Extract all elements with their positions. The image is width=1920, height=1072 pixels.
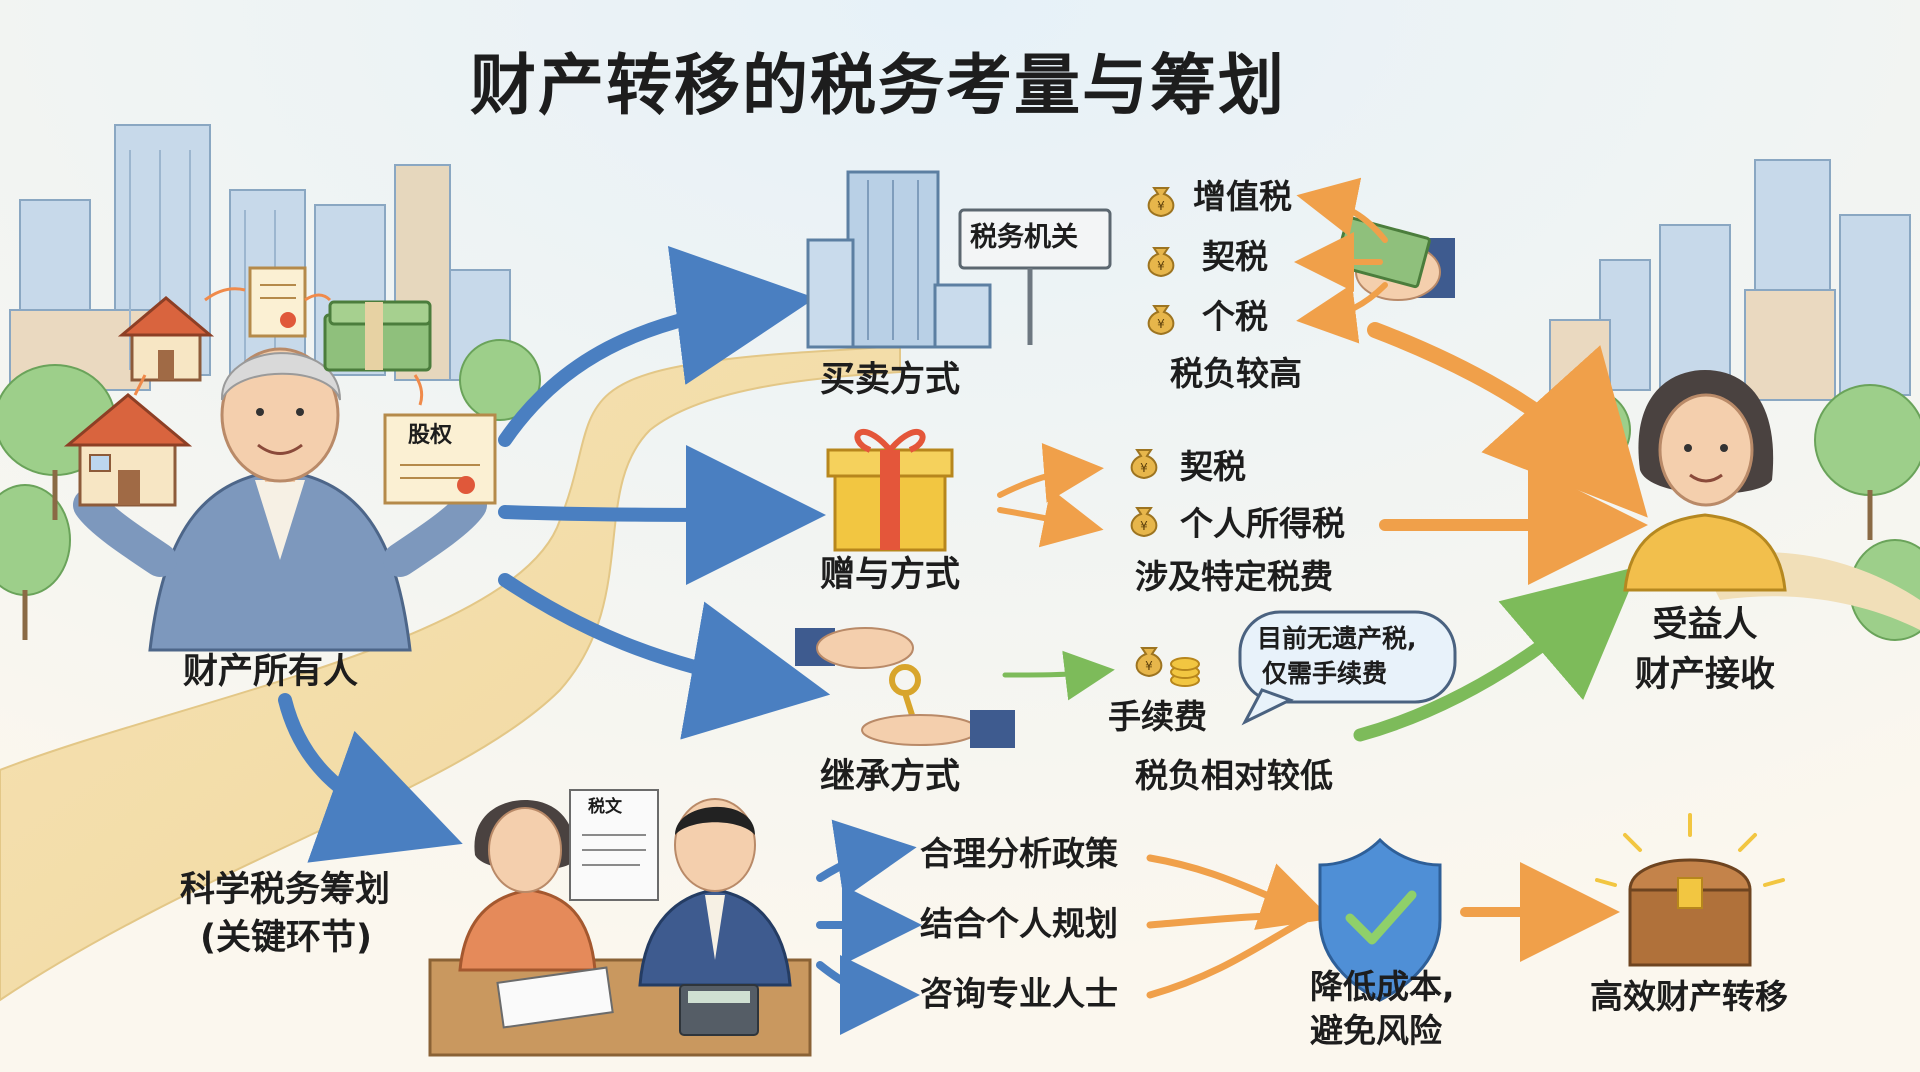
money-bag-icon: ¥ bbox=[1125, 442, 1163, 480]
arrow-step-3 bbox=[816, 954, 920, 1035]
owner-figure bbox=[73, 347, 487, 652]
inherit-fee-arrow bbox=[1002, 650, 1115, 701]
asset-flow-arrows bbox=[133, 287, 424, 406]
city-skyline-right bbox=[1549, 159, 1911, 401]
planning-result-line1: 降低成本, bbox=[1310, 967, 1455, 1006]
money-bag-icon: ¥ bbox=[1142, 240, 1180, 278]
document-label: 税文 bbox=[588, 797, 622, 817]
coin-stack bbox=[1170, 657, 1200, 687]
svg-text:¥: ¥ bbox=[1140, 461, 1148, 475]
arrow-to-planning bbox=[278, 693, 463, 863]
arrow-inherit-to-beneficiary bbox=[1353, 566, 1640, 742]
planning-step-2: 结合个人规划 bbox=[920, 904, 1118, 943]
gift-icon bbox=[826, 429, 954, 552]
arrow-to-sale bbox=[498, 245, 816, 447]
svg-text:¥: ¥ bbox=[1145, 659, 1153, 673]
arrow-to-gift bbox=[498, 444, 826, 585]
inherit-burden: 税负相对较低 bbox=[1135, 756, 1333, 795]
beneficiary-line1: 受益人 bbox=[1652, 605, 1758, 645]
tree-trunks bbox=[22, 470, 1873, 640]
speech-note-line2: 仅需手续费 bbox=[1262, 659, 1388, 688]
arrow-to-inherit bbox=[498, 573, 831, 740]
gift-method-label: 赠与方式 bbox=[820, 555, 961, 595]
sale-method-label: 买卖方式 bbox=[820, 360, 961, 400]
sale-burden: 税负较高 bbox=[1170, 354, 1302, 393]
gift-tax-deed: 契税 bbox=[1180, 447, 1246, 486]
certificate-icon bbox=[248, 266, 307, 338]
orange-tax-arrows bbox=[1294, 177, 1388, 344]
house-icon bbox=[117, 296, 215, 382]
sale-tax-income: 个税 bbox=[1202, 297, 1268, 336]
svg-text:¥: ¥ bbox=[1157, 317, 1165, 331]
cash-icon bbox=[323, 300, 432, 372]
planning-subtitle: (关键环节) bbox=[200, 918, 372, 958]
beneficiary-line2: 财产接收 bbox=[1634, 655, 1775, 695]
converge-arrows bbox=[1146, 854, 1332, 999]
equity-label: 股权 bbox=[408, 423, 453, 448]
gift-tax-income: 个人所得税 bbox=[1180, 504, 1345, 543]
shield-check-icon bbox=[1318, 837, 1442, 1002]
winding-road bbox=[0, 343, 901, 1002]
blue-flow-arrows bbox=[278, 245, 922, 1035]
tax-authority-label: 税务机关 bbox=[970, 222, 1078, 253]
gift-burden: 涉及特定税费 bbox=[1135, 557, 1333, 596]
house-icon bbox=[63, 393, 193, 507]
beneficiary-figure bbox=[1623, 370, 1787, 592]
treasure-chest-icon bbox=[1595, 813, 1785, 967]
speech-bubble bbox=[1238, 610, 1457, 726]
sale-tax-deed: 契税 bbox=[1202, 237, 1268, 276]
planning-step-3: 咨询专业人士 bbox=[920, 974, 1118, 1013]
money-bag-icon: ¥ bbox=[1142, 298, 1180, 336]
owner-label: 财产所有人 bbox=[183, 652, 359, 692]
money-bag-icon: ¥ bbox=[1130, 640, 1168, 678]
svg-text:¥: ¥ bbox=[1157, 199, 1165, 213]
sale-tax-vat: 增值税 bbox=[1193, 177, 1292, 216]
gift-tax-arrows bbox=[997, 442, 1104, 548]
page-title: 财产转移的税务考量与筹划 bbox=[470, 47, 1286, 124]
arrow-sale-to-beneficiary bbox=[1367, 322, 1648, 518]
arrow-step-1 bbox=[816, 819, 917, 899]
planning-result-line2: 避免风险 bbox=[1310, 1011, 1442, 1050]
final-outcome-label: 高效财产转移 bbox=[1590, 977, 1788, 1016]
money-bag-icon: ¥ bbox=[1142, 180, 1180, 218]
tax-authority-sign bbox=[958, 208, 1112, 345]
planning-title: 科学税务筹划 bbox=[180, 870, 391, 910]
building-icon bbox=[806, 170, 992, 349]
inherit-fee: 手续费 bbox=[1108, 697, 1207, 736]
svg-text:¥: ¥ bbox=[1140, 519, 1148, 533]
speech-note-line1: 目前无遗产税, bbox=[1257, 624, 1417, 653]
money-bag-icon: ¥ bbox=[1125, 500, 1163, 538]
inherit-method-label: 继承方式 bbox=[820, 757, 961, 797]
consultation-scene bbox=[428, 789, 812, 1057]
calculator-icon bbox=[679, 984, 759, 1036]
svg-text:¥: ¥ bbox=[1157, 259, 1165, 273]
planning-step-1: 合理分析政策 bbox=[920, 834, 1118, 873]
equity-certificate bbox=[383, 413, 497, 505]
key-icon bbox=[795, 627, 1015, 748]
